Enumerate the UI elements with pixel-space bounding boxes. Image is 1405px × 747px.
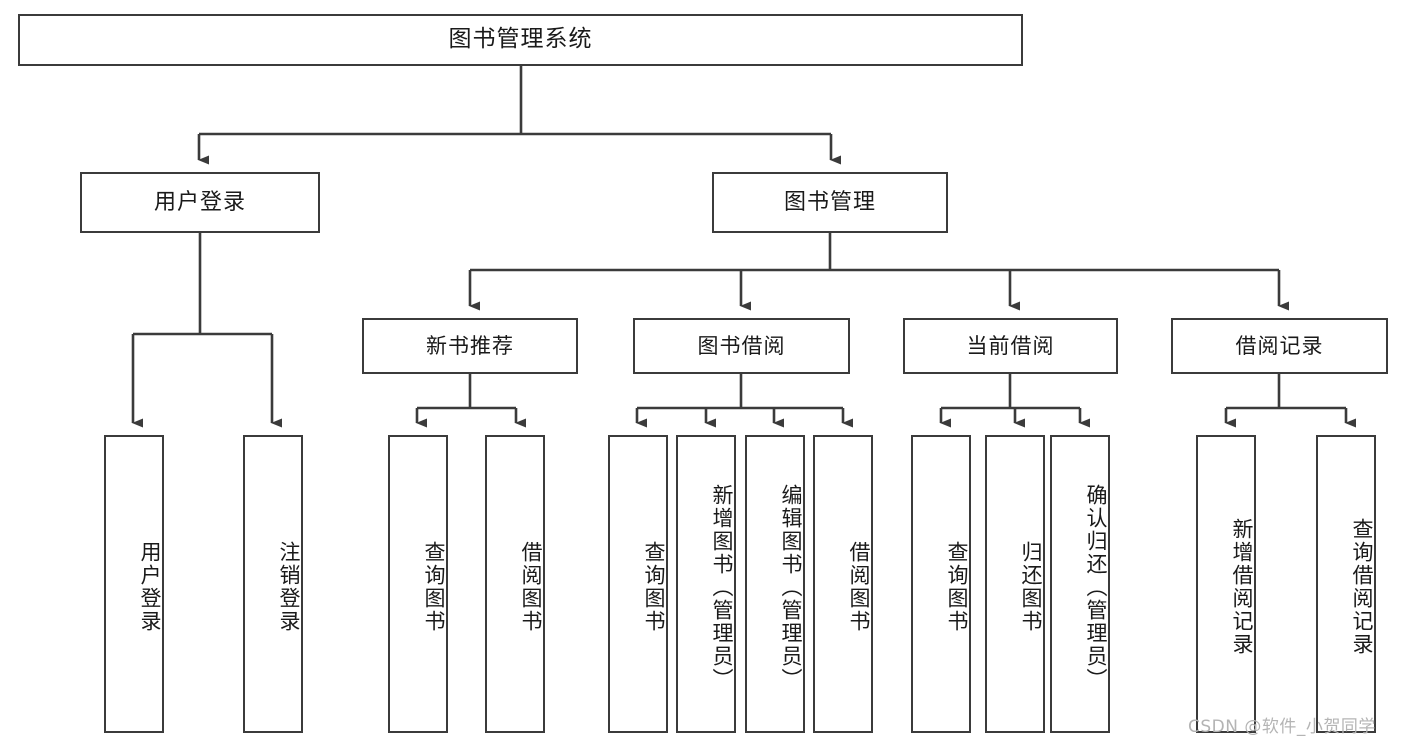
node-label: 查询图书 (642, 541, 666, 633)
node-book-borrow[interactable]: 图书借阅 (633, 318, 850, 374)
leaf-add-borrow-record[interactable]: 新增借阅记录 (1196, 435, 1256, 733)
node-label: 新增图书（管理员） (710, 483, 734, 691)
node-label: 编辑图书（管理员） (779, 483, 803, 691)
leaf-query-book-newbook[interactable]: 查询图书 (388, 435, 448, 733)
node-label: 用户登录 (138, 541, 162, 633)
csdn-watermark: CSDN @软件_小贺同学 (1188, 717, 1376, 737)
node-label: 新书推荐 (426, 333, 514, 358)
leaf-user-login[interactable]: 用户登录 (104, 435, 164, 733)
node-label: 图书管理系统 (448, 26, 593, 53)
node-label: 用户登录 (153, 189, 246, 215)
node-label: 图书管理 (783, 189, 876, 215)
node-book-management[interactable]: 图书管理 (712, 172, 948, 233)
node-user-login[interactable]: 用户登录 (80, 172, 320, 233)
node-label: 确认归还（管理员） (1084, 483, 1108, 691)
leaf-user-logout[interactable]: 注销登录 (243, 435, 303, 733)
node-label: 注销登录 (277, 541, 301, 633)
node-label: 借阅图书 (847, 541, 871, 633)
node-label: 当前借阅 (966, 333, 1055, 358)
node-label: 查询借阅记录 (1350, 518, 1374, 656)
node-current-borrow[interactable]: 当前借阅 (903, 318, 1118, 374)
node-label: 图书借阅 (697, 333, 786, 358)
leaf-add-book-admin[interactable]: 新增图书（管理员） (676, 435, 736, 733)
node-root-system[interactable]: 图书管理系统 (18, 14, 1023, 66)
node-label: 借阅记录 (1235, 333, 1324, 358)
leaf-edit-book-admin[interactable]: 编辑图书（管理员） (745, 435, 805, 733)
node-label: 借阅图书 (519, 541, 543, 633)
leaf-query-borrow-record[interactable]: 查询借阅记录 (1316, 435, 1376, 733)
leaf-query-book-current[interactable]: 查询图书 (911, 435, 971, 733)
node-label: 查询图书 (422, 541, 446, 633)
leaf-return-book[interactable]: 归还图书 (985, 435, 1045, 733)
node-new-book-recommend[interactable]: 新书推荐 (362, 318, 578, 374)
leaf-confirm-return-admin[interactable]: 确认归还（管理员） (1050, 435, 1110, 733)
leaf-borrow-book[interactable]: 借阅图书 (813, 435, 873, 733)
node-label: 归还图书 (1019, 541, 1043, 633)
node-label: 新增借阅记录 (1230, 518, 1254, 656)
leaf-query-book-borrow[interactable]: 查询图书 (608, 435, 668, 733)
node-label: 查询图书 (945, 541, 969, 633)
node-borrow-record[interactable]: 借阅记录 (1171, 318, 1388, 374)
leaf-borrow-book-newbook[interactable]: 借阅图书 (485, 435, 545, 733)
